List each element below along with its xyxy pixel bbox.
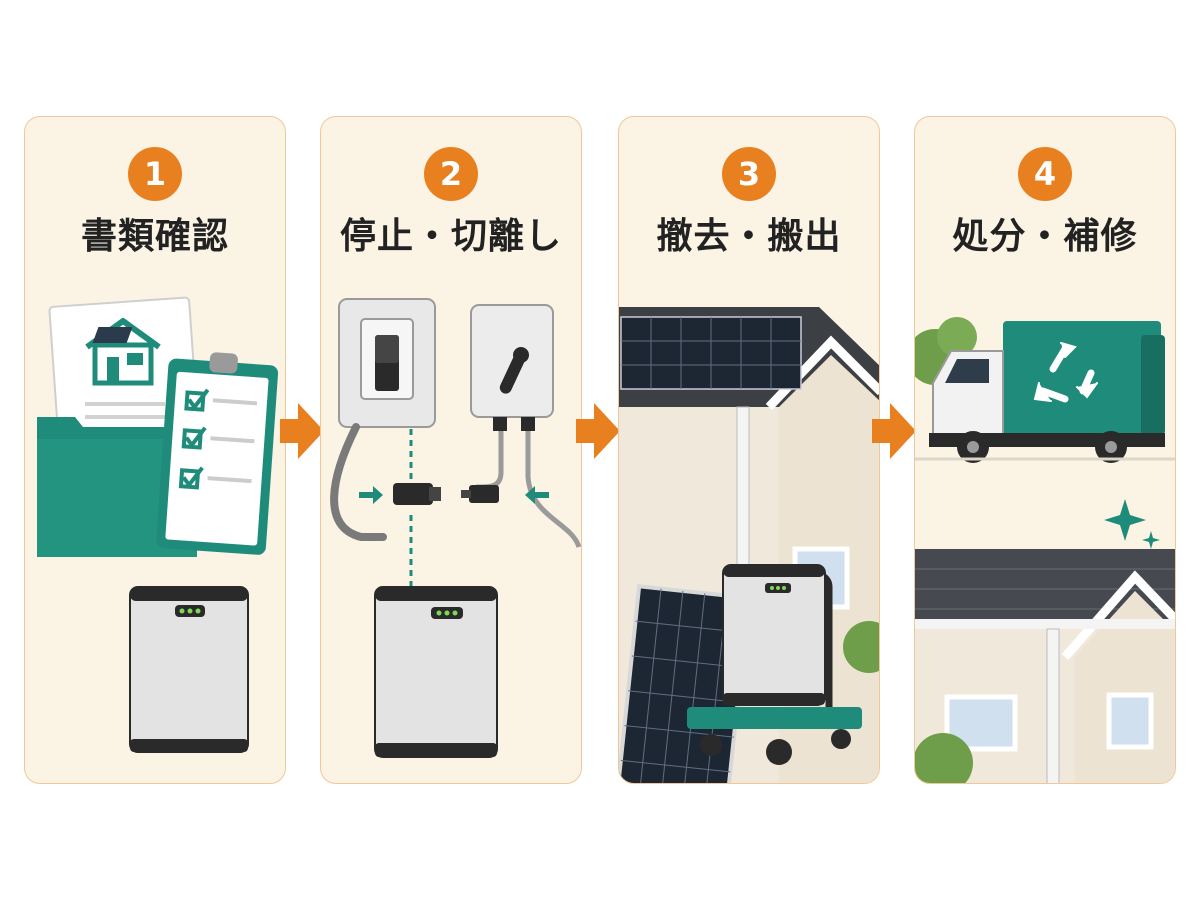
arrow-right-icon [576, 403, 620, 459]
step-4-title: 処分・補修 [952, 216, 1138, 257]
step-3-panel: 3 撤去・搬出 [618, 116, 880, 784]
disposal-repair-illustration [915, 317, 1175, 783]
removal-illustration [619, 307, 879, 783]
checklist-icon [156, 352, 279, 555]
connector-icon [393, 483, 499, 505]
step-1-title: 書類確認 [80, 216, 229, 257]
arrow-right-icon [359, 486, 383, 504]
step-2-number: 2 [424, 147, 478, 201]
solar-panel-icon [620, 316, 802, 390]
arrow-right-icon [872, 403, 916, 459]
step-2-panel: 2 停止・切離し [320, 116, 582, 784]
window-icon [1106, 692, 1154, 750]
arrow-right-icon [280, 403, 324, 459]
switch-box-icon [470, 304, 554, 431]
step-2-title: 停止・切離し [339, 216, 562, 257]
recycle-icon [1033, 342, 1098, 403]
house-icon [85, 318, 161, 386]
battery-icon [374, 586, 498, 758]
step-1-number: 1 [128, 147, 182, 201]
step-4-number: 4 [1018, 147, 1072, 201]
document-check-illustration [37, 296, 279, 753]
disconnect-illustration [330, 298, 581, 758]
step-3-number: 3 [722, 147, 776, 201]
arrow-left-icon [525, 486, 549, 504]
breaker-icon [338, 298, 436, 428]
step-3-title: 撤去・搬出 [656, 216, 842, 257]
battery-icon [722, 564, 826, 706]
window-icon [944, 694, 1018, 752]
battery-icon [129, 586, 249, 753]
sparkle-icon [1104, 499, 1160, 549]
step-1-panel: 1 書類確認 [24, 116, 286, 784]
step-4-panel: 4 処分・補修 [914, 116, 1176, 784]
garbage-truck-icon [915, 317, 1165, 463]
